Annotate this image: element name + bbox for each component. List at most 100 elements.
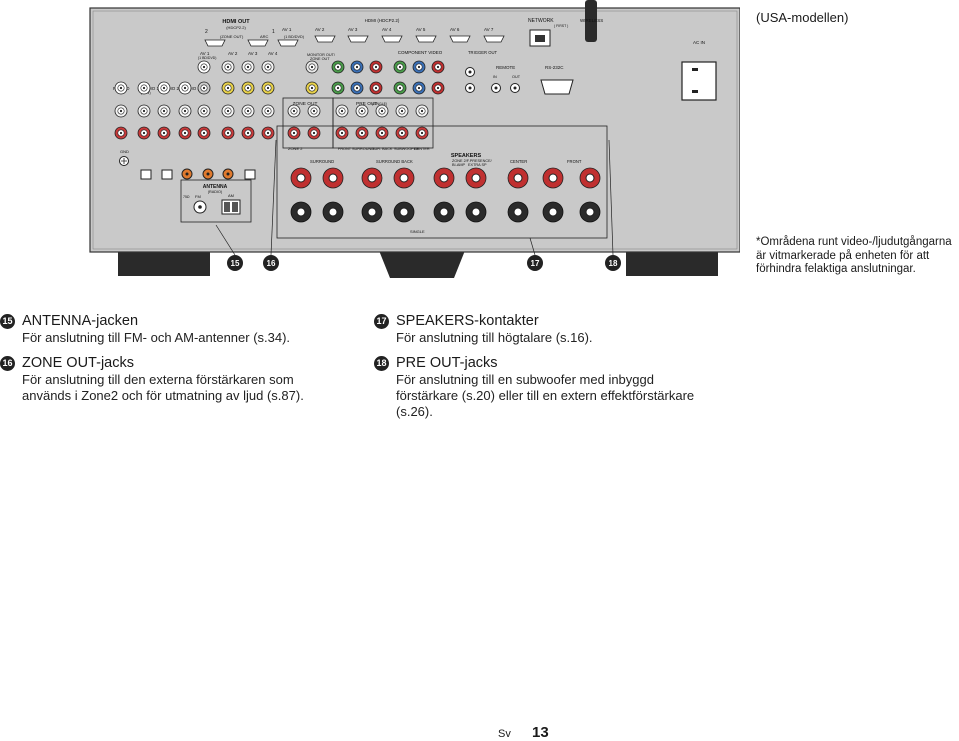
rca-jack [261, 60, 275, 74]
hdmi-port [381, 35, 403, 43]
speaker-terminal [433, 167, 455, 223]
desc-column-left: 15 ANTENNA-jacken För anslutning till FM… [0, 312, 330, 412]
gnd-terminal [119, 156, 129, 166]
svg-text:TRIGGER OUT: TRIGGER OUT [468, 50, 498, 55]
svg-text:NETWORK: NETWORK [528, 18, 554, 24]
desc-column-right: 17 SPEAKERS-kontakter För anslutning til… [374, 312, 704, 428]
rca-jack [241, 81, 255, 95]
coaxial-input [222, 168, 234, 180]
rca-jack [335, 126, 349, 140]
rca-jack [261, 81, 275, 95]
rca-jack [369, 81, 383, 95]
svg-text:(RADIO): (RADIO) [208, 190, 223, 194]
hdmi-port [415, 35, 437, 43]
rca-jack [393, 81, 407, 95]
coaxial-input [181, 168, 193, 180]
desc-item-antenna: 15 ANTENNA-jacken För anslutning till FM… [0, 312, 330, 346]
svg-text:1: 1 [272, 29, 275, 35]
rca-jack [350, 60, 364, 74]
mini-jack [491, 83, 501, 93]
rca-jack [221, 126, 235, 140]
speaker-terminal [290, 167, 312, 223]
wireless-antenna [585, 0, 597, 42]
svg-text:CENTER: CENTER [510, 159, 527, 164]
rca-jack [287, 126, 301, 140]
rca-jack [350, 81, 364, 95]
rca-jack [137, 126, 151, 140]
svg-text:AV 2: AV 2 [228, 51, 238, 56]
svg-text:AV 3: AV 3 [248, 51, 258, 56]
svg-text:(SINGLE): (SINGLE) [372, 102, 387, 106]
rca-jack [431, 81, 445, 95]
svg-text:(1 BD/DVD): (1 BD/DVD) [198, 56, 216, 60]
rca-jack [114, 104, 128, 118]
svg-text:FM: FM [195, 194, 201, 199]
rs232c-port [540, 79, 574, 95]
ac-inlet [681, 61, 717, 101]
mini-jack [510, 83, 520, 93]
speakers-highlight [276, 125, 608, 239]
speaker-terminal [542, 167, 564, 223]
rca-jack [241, 104, 255, 118]
svg-text:MONITOR OUT/: MONITOR OUT/ [307, 53, 336, 57]
desc-item-pre-out: 18 PRE OUT-jacks För anslutning till en … [374, 354, 704, 420]
svg-text:AV 1: AV 1 [200, 51, 210, 56]
speaker-terminal [322, 167, 344, 223]
number-badge: 18 [374, 356, 389, 371]
svg-text:COMPONENT VIDEO: COMPONENT VIDEO [398, 50, 443, 55]
rca-jack [197, 81, 211, 95]
svg-text:SUBWOOFER: SUBWOOFER [394, 147, 419, 151]
svg-text:WIRELESS: WIRELESS [580, 18, 603, 23]
rca-jack [157, 126, 171, 140]
svg-text:ARC: ARC [260, 34, 269, 39]
callout-15: 15 [215, 224, 243, 271]
rca-jack [287, 104, 301, 118]
svg-text:SPEAKERS: SPEAKERS [451, 153, 482, 159]
rca-jack [331, 81, 345, 95]
callout-number: 18 [609, 259, 618, 268]
svg-text:(1 BD/DVD): (1 BD/DVD) [284, 35, 305, 39]
rca-jack [197, 126, 211, 140]
desc-title: PRE OUT-jacks [396, 355, 498, 371]
rca-jack [221, 60, 235, 74]
coaxial-input [202, 168, 214, 180]
svg-text:SURROUND: SURROUND [310, 159, 334, 164]
rca-jack [157, 81, 171, 95]
rca-jack [221, 81, 235, 95]
svg-text:SURROUND: SURROUND [352, 147, 374, 151]
svg-text:OUT: OUT [512, 75, 521, 79]
svg-text:AM: AM [228, 193, 234, 198]
hdmi-out-label: HDMI OUT [222, 19, 250, 25]
svg-text:(HDCP2.2): (HDCP2.2) [226, 25, 246, 30]
rca-jack [307, 104, 321, 118]
pre-out-highlight [332, 97, 434, 149]
rca-jack [412, 60, 426, 74]
rca-jack [415, 126, 429, 140]
svg-text:AV 1: AV 1 [282, 27, 292, 32]
rca-jack [241, 60, 255, 74]
optical-input [140, 169, 152, 180]
rca-jack [331, 60, 345, 74]
rca-jack [307, 126, 321, 140]
callout-17: 17 [527, 237, 543, 271]
desc-text: För anslutning till en subwoofer med inb… [396, 372, 695, 419]
rca-jack [375, 104, 389, 118]
svg-text:ZONE 2: ZONE 2 [288, 146, 303, 151]
svg-text:AV 3: AV 3 [348, 27, 358, 32]
rca-jack [431, 60, 445, 74]
svg-text:(ZONE OUT): (ZONE OUT) [220, 34, 244, 39]
svg-text:AV 4: AV 4 [382, 27, 392, 32]
number-badge: 17 [374, 314, 389, 329]
svg-text:FRONT: FRONT [338, 147, 352, 151]
svg-text:AC IN: AC IN [693, 40, 705, 45]
rca-jack [355, 104, 369, 118]
receiver-rear-panel: HDMI OUT (HDCP2.2) 2 1 (ZONE OUT) ARC AV… [0, 0, 741, 300]
desc-item-zone-out: 16 ZONE OUT-jacks För anslutning till de… [0, 354, 330, 404]
hdmi-port [314, 35, 336, 43]
rca-jack [137, 81, 151, 95]
svg-text:AV 5: AV 5 [416, 27, 426, 32]
callout-18: 18 [605, 139, 621, 271]
speaker-terminal [361, 167, 383, 223]
rca-jack [335, 104, 349, 118]
svg-text:75Ω: 75Ω [183, 195, 190, 199]
